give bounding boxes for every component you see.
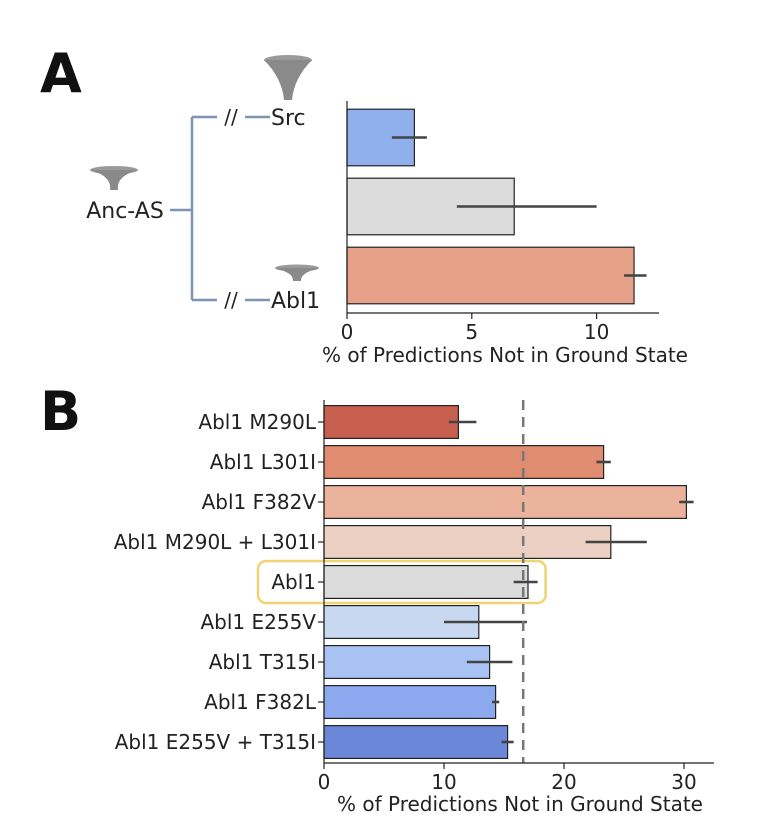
chart-a: 0 5 10 % of Predictions Not in Ground Stat… bbox=[322, 101, 688, 367]
x-tick-label: 30 bbox=[671, 770, 696, 794]
y-tick-label: Abl1 F382V bbox=[202, 490, 317, 514]
y-tick-label: Abl1 E255V bbox=[200, 610, 316, 634]
panel-a-letter: A bbox=[40, 42, 82, 105]
abl1-funnel-icon bbox=[275, 264, 319, 281]
y-tick-label: Abl1 T315I bbox=[209, 650, 316, 674]
chart-b: Abl1 M290L Abl1 L301I Abl1 F382V Abl1 M290L… bbox=[114, 400, 714, 816]
y-tick-label: Abl1 E255V + T315I bbox=[115, 730, 316, 754]
tree-top-label: Src bbox=[271, 106, 306, 131]
src-funnel-icon bbox=[264, 55, 312, 100]
y-tick-label: Abl1 M290L bbox=[198, 410, 316, 434]
chart-b-highlight-box bbox=[256, 559, 547, 605]
y-tick-label: Abl1 L301I bbox=[210, 450, 316, 474]
anc-as-funnel-icon bbox=[90, 166, 138, 190]
tree-root-label: Anc-AS bbox=[86, 199, 164, 224]
bar-abl1-m290l bbox=[323, 405, 459, 440]
panel-b-letter: B bbox=[40, 380, 81, 443]
bar-abl1-m290l-l301i bbox=[323, 524, 612, 559]
x-tick-label: 5 bbox=[465, 320, 478, 344]
bar-abl1-f382l bbox=[323, 684, 497, 719]
bar-abl1-f382v bbox=[323, 485, 687, 520]
bar-abl1-l301i bbox=[323, 445, 605, 480]
y-tick-label: Abl1 F382L bbox=[204, 690, 317, 714]
chart-b-bars bbox=[323, 405, 687, 759]
chart-b-x-axis-label: % of Predictions Not in Ground State bbox=[337, 792, 703, 816]
abl1-break-mark: // bbox=[224, 288, 238, 312]
x-tick-label: 10 bbox=[431, 770, 456, 794]
y-tick-label: Abl1 M290L + L301I bbox=[114, 530, 316, 554]
chart-a-error-bars bbox=[391, 136, 647, 277]
bar-abl1 bbox=[323, 564, 529, 599]
tree-branches bbox=[170, 115, 270, 302]
y-tick-label: Abl1 bbox=[271, 570, 316, 594]
x-tick-label: 0 bbox=[318, 770, 331, 794]
bar-abl1-e255v-t315i bbox=[323, 724, 509, 759]
chart-b-error-bars bbox=[444, 420, 694, 744]
tree-bottom-label: Abl1 bbox=[271, 289, 320, 314]
src-break-mark: // bbox=[224, 105, 238, 129]
x-tick-label: 10 bbox=[584, 320, 609, 344]
chart-a-x-ticks: 0 5 10 bbox=[341, 313, 609, 344]
bar-abl1-t315i bbox=[323, 644, 491, 679]
chart-a-x-axis-label: % of Predictions Not in Ground State bbox=[322, 343, 688, 367]
chart-b-y-ticks: Abl1 M290L Abl1 L301I Abl1 F382V Abl1 M290L… bbox=[114, 410, 324, 754]
bar-abl1 bbox=[346, 246, 635, 305]
x-tick-label: 20 bbox=[551, 770, 576, 794]
phylogenetic-tree: // // Anc-AS Src Abl1 bbox=[86, 55, 320, 314]
x-tick-label: 0 bbox=[341, 320, 354, 344]
chart-b-x-ticks: 0 10 20 30 bbox=[318, 763, 697, 794]
